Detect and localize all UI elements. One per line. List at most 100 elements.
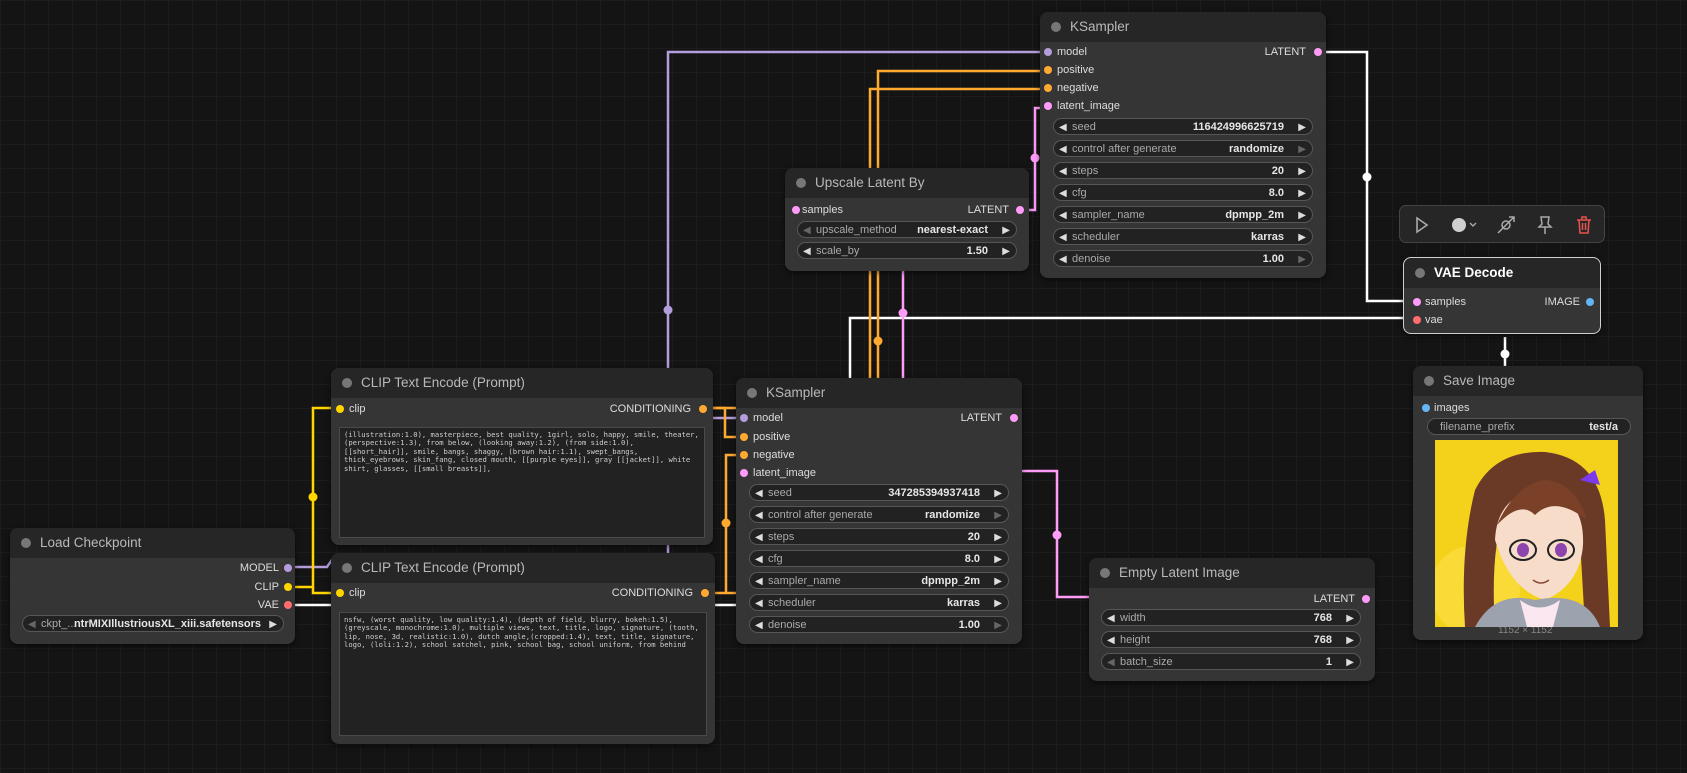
output-vae-dot[interactable] bbox=[284, 601, 292, 609]
decrement-icon[interactable]: ◀ bbox=[1059, 188, 1067, 199]
input-images-dot[interactable] bbox=[1422, 404, 1430, 412]
next-option-icon[interactable]: ▶ bbox=[1002, 225, 1010, 236]
increment-icon[interactable]: ▶ bbox=[1346, 657, 1354, 668]
increment-icon[interactable]: ▶ bbox=[1298, 122, 1306, 133]
prev-option-icon[interactable]: ◀ bbox=[28, 619, 36, 630]
collapse-dot-icon[interactable] bbox=[1100, 568, 1110, 578]
clip-text-encode-negative-node[interactable]: CLIP Text Encode (Prompt) clip CONDITION… bbox=[331, 553, 715, 744]
play-icon[interactable] bbox=[1410, 214, 1432, 236]
ckpt-name-widget[interactable]: ◀ckpt_...ntrMIXIllustriousXL_xiii.safete… bbox=[22, 615, 284, 632]
node-title[interactable]: VAE Decode bbox=[1404, 258, 1600, 288]
output-conditioning-dot[interactable] bbox=[701, 589, 709, 597]
prev-option-icon[interactable]: ◀ bbox=[1059, 232, 1067, 243]
next-option-icon[interactable]: ▶ bbox=[269, 619, 277, 630]
next-option-icon[interactable]: ▶ bbox=[994, 598, 1002, 609]
input-positive-dot[interactable] bbox=[740, 433, 748, 441]
prev-option-icon[interactable]: ◀ bbox=[803, 225, 811, 236]
decrement-icon[interactable]: ◀ bbox=[1107, 613, 1115, 624]
decrement-icon[interactable]: ◀ bbox=[1059, 166, 1067, 177]
decrement-icon[interactable]: ◀ bbox=[803, 246, 811, 257]
decrement-icon[interactable]: ◀ bbox=[755, 554, 763, 565]
output-latent-dot[interactable] bbox=[1314, 48, 1322, 56]
increment-icon[interactable]: ▶ bbox=[1346, 613, 1354, 624]
increment-icon[interactable]: ▶ bbox=[994, 532, 1002, 543]
increment-icon[interactable]: ▶ bbox=[994, 554, 1002, 565]
decrement-icon[interactable]: ◀ bbox=[1059, 254, 1067, 265]
trash-icon[interactable] bbox=[1573, 214, 1595, 236]
input-model-dot[interactable] bbox=[1044, 48, 1052, 56]
input-negative-dot[interactable] bbox=[1044, 84, 1052, 92]
input-samples-dot[interactable] bbox=[792, 206, 800, 214]
preview-image[interactable] bbox=[1435, 440, 1618, 627]
prev-option-icon[interactable]: ◀ bbox=[755, 598, 763, 609]
increment-icon[interactable]: ▶ bbox=[1002, 246, 1010, 257]
node-title[interactable]: CLIP Text Encode (Prompt) bbox=[331, 553, 715, 583]
collapse-dot-icon[interactable] bbox=[1415, 268, 1425, 278]
next-option-icon[interactable]: ▶ bbox=[1298, 210, 1306, 221]
input-clip-dot[interactable] bbox=[336, 589, 344, 597]
decrement-icon[interactable]: ◀ bbox=[1059, 122, 1067, 133]
increment-icon[interactable]: ▶ bbox=[994, 488, 1002, 499]
upscale-latent-node[interactable]: Upscale Latent By samples LATENT ◀upscal… bbox=[785, 168, 1029, 271]
output-image-dot[interactable] bbox=[1586, 298, 1594, 306]
input-model-dot[interactable] bbox=[740, 414, 748, 422]
decrement-icon[interactable]: ◀ bbox=[755, 532, 763, 543]
decrement-icon[interactable]: ◀ bbox=[1107, 657, 1115, 668]
node-title[interactable]: CLIP Text Encode (Prompt) bbox=[331, 368, 713, 398]
node-title[interactable]: Upscale Latent By bbox=[785, 168, 1029, 198]
output-latent-dot[interactable] bbox=[1010, 414, 1018, 422]
vae-decode-node[interactable]: VAE Decode samples vae IMAGE bbox=[1403, 257, 1601, 334]
increment-icon[interactable]: ▶ bbox=[1298, 188, 1306, 199]
input-clip-dot[interactable] bbox=[336, 405, 344, 413]
collapse-dot-icon[interactable] bbox=[796, 178, 806, 188]
collapse-dot-icon[interactable] bbox=[1051, 22, 1061, 32]
decrement-icon[interactable]: ◀ bbox=[1107, 635, 1115, 646]
prev-option-icon[interactable]: ◀ bbox=[1059, 210, 1067, 221]
next-option-icon[interactable]: ▶ bbox=[994, 510, 1002, 521]
input-negative-dot[interactable] bbox=[740, 451, 748, 459]
collapse-dot-icon[interactable] bbox=[21, 538, 31, 548]
increment-icon[interactable]: ▶ bbox=[1298, 166, 1306, 177]
increment-icon[interactable]: ▶ bbox=[994, 620, 1002, 631]
positive-prompt-textarea[interactable]: (illustration:1.0), masterpiece, best qu… bbox=[339, 427, 705, 538]
output-latent-dot[interactable] bbox=[1362, 595, 1370, 603]
collapse-dot-icon[interactable] bbox=[1424, 376, 1434, 386]
negative-prompt-textarea[interactable]: nsfw, (worst quality, low quality:1.4), … bbox=[339, 612, 707, 736]
bypass-icon[interactable] bbox=[1495, 214, 1517, 236]
increment-icon[interactable]: ▶ bbox=[1346, 635, 1354, 646]
node-title[interactable]: Save Image bbox=[1413, 366, 1643, 396]
pin-icon[interactable] bbox=[1534, 214, 1556, 236]
color-circle-icon[interactable] bbox=[1450, 214, 1480, 236]
node-title[interactable]: KSampler bbox=[736, 378, 1022, 408]
prev-option-icon[interactable]: ◀ bbox=[1059, 144, 1067, 155]
output-clip-dot[interactable] bbox=[284, 583, 292, 591]
output-latent-dot[interactable] bbox=[1016, 206, 1024, 214]
input-vae-dot[interactable] bbox=[1413, 316, 1421, 324]
prev-option-icon[interactable]: ◀ bbox=[755, 576, 763, 587]
input-latent-image-dot[interactable] bbox=[1044, 102, 1052, 110]
decrement-icon[interactable]: ◀ bbox=[755, 488, 763, 499]
increment-icon[interactable]: ▶ bbox=[1298, 254, 1306, 265]
output-conditioning-dot[interactable] bbox=[699, 405, 707, 413]
input-latent-image-dot[interactable] bbox=[740, 469, 748, 477]
ksampler-node-top[interactable]: KSampler model positive negative latent_… bbox=[1040, 12, 1326, 278]
collapse-dot-icon[interactable] bbox=[342, 563, 352, 573]
input-samples-dot[interactable] bbox=[1413, 298, 1421, 306]
